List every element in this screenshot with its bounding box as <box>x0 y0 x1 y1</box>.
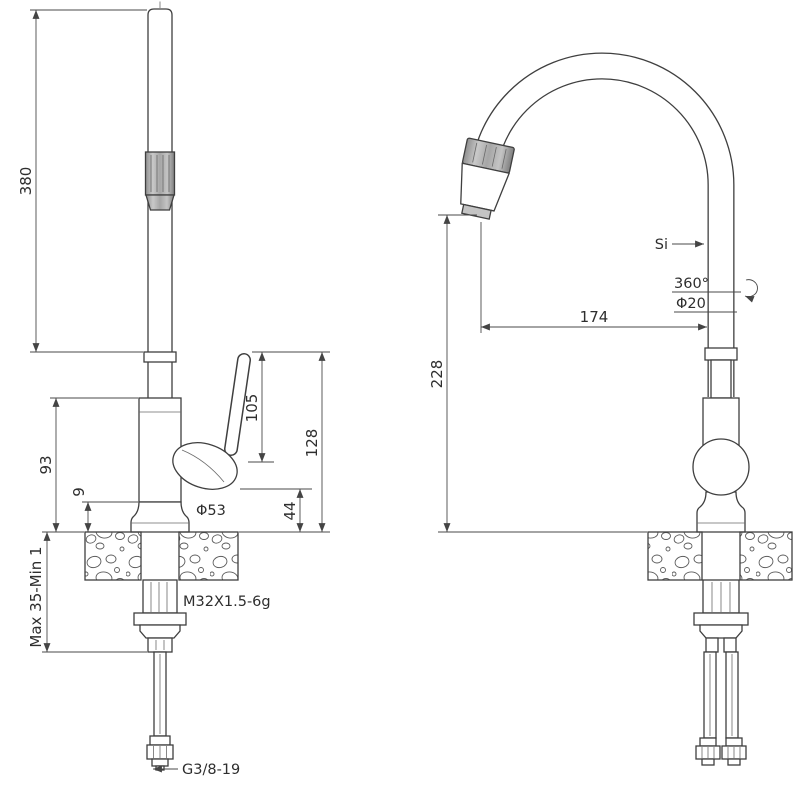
tip-right <box>727 758 741 766</box>
base-flare-side <box>696 491 746 533</box>
ferrule-left <box>699 737 717 747</box>
side-view: 228 174 Si 360° Φ20 <box>428 52 793 766</box>
spout-collar-side <box>704 347 738 361</box>
dim-128: 128 <box>303 429 321 458</box>
countertop-front <box>84 531 239 581</box>
shank-pipes-side <box>711 582 731 612</box>
mounting-flange-side <box>693 612 749 626</box>
handle-lever-fill <box>225 354 250 455</box>
dim-105: 105 <box>243 394 261 423</box>
front-underbody <box>133 579 187 771</box>
countertop-side <box>647 531 793 581</box>
dim-228: 228 <box>428 360 446 389</box>
aerator-streaks <box>150 155 170 192</box>
handle-joint-line <box>181 449 225 483</box>
hose-ferrule <box>149 735 171 746</box>
spray-aerator <box>461 203 492 220</box>
front-faucet <box>130 1 251 533</box>
hose-tip <box>151 758 169 767</box>
spray-head-body <box>460 162 511 212</box>
dim-93: 93 <box>37 455 55 474</box>
tip-left <box>701 758 715 766</box>
spray-head <box>460 137 515 220</box>
hose-thread-label: G3/8-19 <box>182 762 240 778</box>
swivel-label: 360° <box>674 276 709 292</box>
side-dimensions: 228 174 Si 360° Φ20 <box>428 214 758 533</box>
countertop-slab <box>647 531 703 581</box>
side-faucet <box>460 52 750 533</box>
countertop-slab <box>84 531 142 581</box>
handle-joint <box>172 442 238 490</box>
aerator-band <box>144 151 176 196</box>
deck-range-label: Max 35-Min 1 <box>27 546 45 647</box>
spray-band-streaks <box>472 142 507 169</box>
hose-collar-left <box>705 637 719 653</box>
dim-380: 380 <box>17 167 35 196</box>
spout-neck-side <box>710 359 732 399</box>
collar-lines <box>155 640 165 650</box>
dim-9: 9 <box>70 487 88 497</box>
shank-pipes <box>150 582 168 612</box>
faucet-body-front <box>138 397 182 503</box>
side-underbody <box>693 579 749 766</box>
dim-174: 174 <box>580 308 609 326</box>
hex-facets-side <box>701 747 741 758</box>
base-flare-front <box>130 501 190 533</box>
shank-collar <box>147 637 173 653</box>
si-label: Si <box>655 237 668 253</box>
dim-phi20: Φ20 <box>676 296 706 312</box>
hose-collar-right <box>723 637 737 653</box>
swivel-arc-arrow <box>744 279 758 303</box>
dim-phi53: Φ53 <box>196 503 226 519</box>
aerator-tip <box>145 194 175 211</box>
front-view: 380 93 9 105 128 44 Φ53 M32X1.5-6g Max 3… <box>17 1 330 778</box>
countertop-slab <box>739 531 793 581</box>
spout-collar-front <box>143 351 177 363</box>
gooseneck-spout-fill <box>470 53 734 397</box>
countertop-slab <box>178 531 239 581</box>
ferrule-right <box>725 737 743 747</box>
front-dimensions: 380 93 9 105 128 44 Φ53 M32X1.5-6g Max 3… <box>17 9 330 778</box>
mounting-nut-side <box>699 624 743 639</box>
mounting-nut <box>139 624 181 639</box>
dim-44: 44 <box>281 501 299 520</box>
threaded-shank-front <box>142 579 178 614</box>
handle-ball-joint <box>692 438 750 496</box>
shank-thread-label: M32X1.5-6g <box>183 594 271 610</box>
mounting-flange <box>133 612 187 626</box>
hex-facets <box>153 746 167 758</box>
